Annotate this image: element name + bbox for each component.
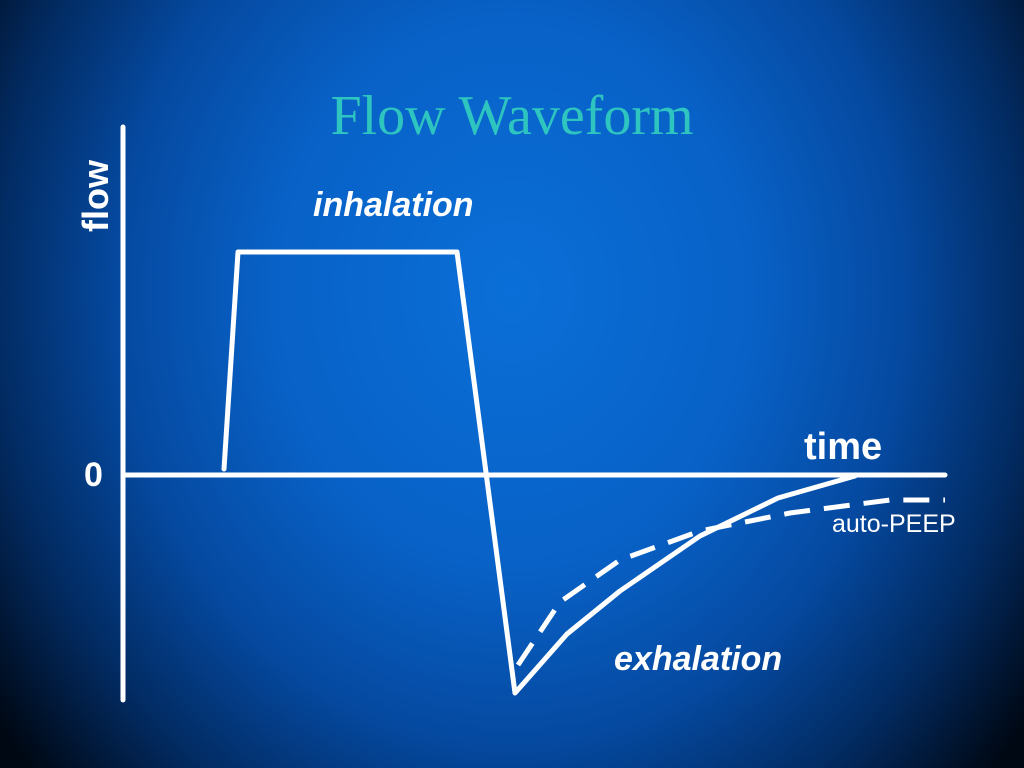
- y-axis-zero-tick: 0: [84, 456, 103, 494]
- flow-curve: [221, 249, 858, 696]
- y-axis-label: flow: [75, 160, 116, 232]
- inhalation-annotation: inhalation: [313, 186, 474, 224]
- auto-peep-annotation: auto-PEEP: [832, 510, 956, 538]
- exhalation-annotation: exhalation: [614, 640, 783, 678]
- x-axis-label: time: [804, 426, 883, 468]
- slide-title: Flow Waveform: [330, 85, 694, 147]
